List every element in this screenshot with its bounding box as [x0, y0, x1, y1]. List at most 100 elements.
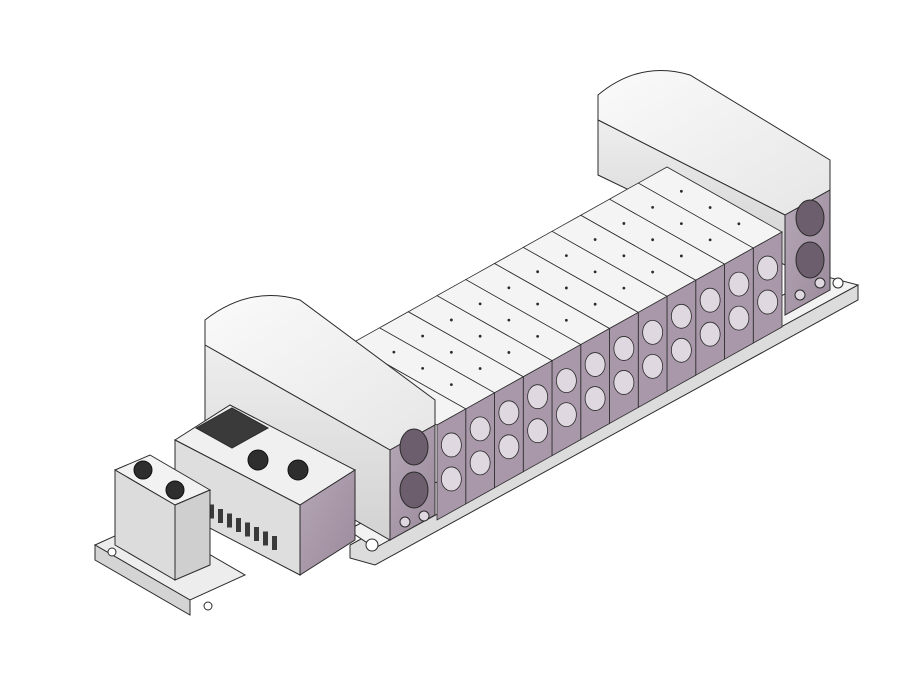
port-opening-icon	[498, 400, 520, 426]
indicator-dot-icon	[708, 206, 712, 209]
port-opening-icon	[584, 352, 606, 377]
port-opening-icon	[795, 199, 825, 237]
port-opening-icon	[670, 337, 692, 363]
indicator-dot-icon	[708, 238, 712, 242]
expansion-module	[93, 454, 247, 616]
terminal-pin-icon	[227, 513, 232, 528]
terminal-pin-icon	[218, 509, 223, 523]
terminal-pin-icon	[263, 531, 268, 546]
port-opening-icon	[469, 450, 491, 476]
port-opening-icon	[642, 319, 664, 345]
station-port-face	[551, 343, 582, 457]
indicator-dot-icon	[564, 318, 568, 322]
station-port-face	[695, 263, 725, 376]
indicator-dot-icon	[449, 350, 453, 354]
port-opening-icon	[728, 271, 750, 297]
indicator-dot-icon	[392, 350, 396, 354]
indicator-dot-icon	[737, 222, 741, 226]
port-opening-icon	[613, 336, 635, 361]
terminal-pin-icon	[236, 518, 241, 532]
port-opening-icon	[728, 305, 750, 331]
valve-station	[608, 182, 755, 360]
indicator-dot-icon	[421, 334, 425, 338]
indicator-dot-icon	[651, 238, 655, 242]
small-port-icon	[814, 277, 826, 289]
station-port-face	[752, 231, 783, 344]
indicator-dot-icon	[679, 254, 683, 258]
valve-station	[349, 327, 496, 505]
serial-interface-unit	[174, 404, 356, 576]
terminal-pin-icon	[272, 536, 277, 550]
small-port-icon	[794, 289, 806, 301]
port-opening-icon	[699, 321, 721, 347]
mount-hole-icon	[203, 601, 213, 611]
mount-hole-icon	[832, 277, 844, 289]
indicator-dot-icon	[564, 254, 568, 258]
station-port-face	[494, 376, 524, 489]
station-port-face	[522, 359, 553, 473]
indicator-dot-icon	[536, 334, 540, 338]
valve-station-group	[321, 166, 783, 521]
station-port-face	[465, 392, 495, 505]
port-opening-icon	[699, 287, 721, 313]
indicator-dot-icon	[593, 302, 597, 306]
port-opening-icon	[440, 432, 462, 458]
indicator-dot-icon	[478, 367, 482, 370]
indicator-dot-icon	[449, 383, 453, 387]
indicator-dot-icon	[622, 254, 626, 258]
station-port-face	[609, 311, 639, 425]
mount-hole-icon	[107, 547, 117, 557]
indicator-dot-icon	[679, 189, 683, 193]
port-opening-icon	[642, 353, 664, 379]
port-opening-icon	[469, 416, 491, 442]
port-opening-icon	[498, 434, 520, 460]
terminal-pin-icon	[254, 527, 259, 541]
indicator-dot-icon	[507, 351, 511, 354]
port-opening-icon	[399, 471, 429, 509]
indicator-dot-icon	[536, 302, 540, 306]
station-port-face	[724, 247, 754, 360]
valve-station	[579, 198, 726, 376]
port-opening-icon	[584, 386, 606, 411]
valve-station	[378, 311, 525, 489]
indicator-dot-icon	[622, 222, 626, 225]
port-opening-icon	[757, 289, 779, 315]
display-screen	[194, 407, 270, 449]
connector-port-icon	[165, 480, 185, 500]
indicator-dot-icon	[651, 205, 655, 209]
small-port-icon	[399, 516, 411, 528]
port-opening-icon	[527, 418, 549, 444]
connector-port-icon	[133, 460, 153, 480]
indicator-dot-icon	[593, 270, 597, 274]
connector-port-icon	[287, 459, 309, 481]
valve-station	[551, 214, 697, 393]
indicator-dot-icon	[564, 286, 568, 290]
station-port-face	[436, 408, 467, 521]
valve-station	[522, 230, 668, 409]
port-opening-icon	[613, 370, 635, 395]
indicator-dot-icon	[593, 238, 597, 241]
indicator-dot-icon	[421, 366, 425, 370]
indicator-dot-icon	[651, 270, 655, 274]
station-port-face	[580, 327, 610, 441]
port-opening-icon	[670, 303, 692, 329]
port-opening-icon	[795, 241, 825, 279]
terminal-pin-icon	[209, 504, 214, 519]
indicator-dot-icon	[536, 270, 540, 274]
valve-station	[493, 246, 640, 425]
valve-station	[407, 295, 553, 473]
indicator-dot-icon	[478, 302, 482, 306]
indicator-dot-icon	[622, 286, 626, 290]
station-port-face	[637, 295, 668, 409]
indicator-dot-icon	[679, 222, 683, 226]
indicator-dot-icon	[449, 318, 453, 322]
port-opening-icon	[399, 428, 429, 466]
port-opening-icon	[527, 384, 549, 410]
valve-station	[464, 263, 611, 441]
terminal-pin-icon	[245, 522, 250, 537]
indicator-dot-icon	[507, 286, 511, 290]
port-opening-icon	[440, 466, 462, 492]
small-port-icon	[418, 510, 430, 522]
